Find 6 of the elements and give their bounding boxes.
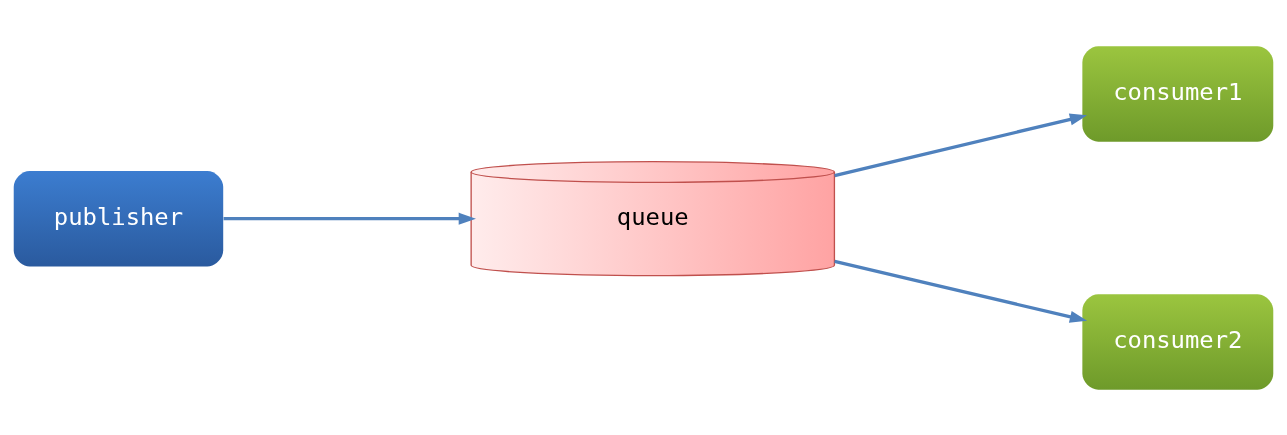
- arrow: [223, 212, 476, 225]
- node-box: consumer2: [1082, 293, 1274, 390]
- node-box: publisher: [13, 170, 224, 266]
- arrow: [834, 113, 1088, 177]
- node-box: consumer1: [1082, 45, 1274, 142]
- arrow: [834, 259, 1088, 323]
